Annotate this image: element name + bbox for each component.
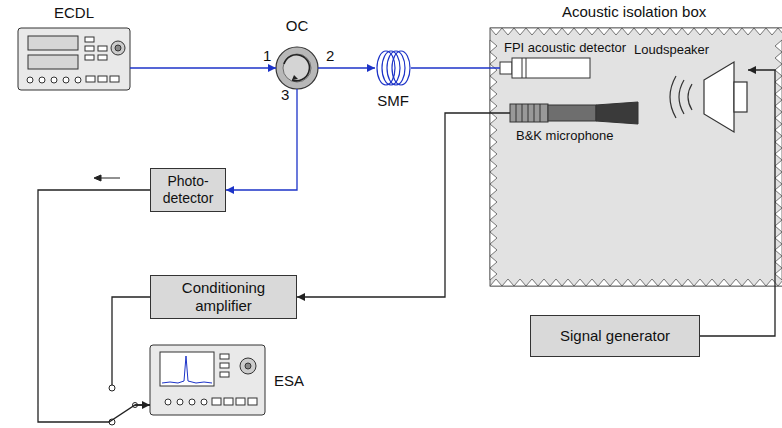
laser-source: ECDL [18, 28, 130, 90]
node-label: Signal generator [560, 327, 670, 345]
node-label: B&K microphone [516, 128, 636, 144]
node-label: FPI acoustic detector [504, 40, 634, 56]
node-label: ECDL [18, 4, 130, 22]
spectrum-analyzer: ESA [150, 345, 265, 415]
microphone-drawing [510, 102, 638, 124]
cable-connector [112, 297, 150, 405]
node-label: Loudspeaker [634, 42, 724, 58]
fpi-detector-drawing [500, 58, 590, 78]
isolation-box [490, 28, 782, 286]
node-label: Acoustic isolation box [562, 3, 762, 21]
optical-circulator: OC [276, 47, 318, 89]
node-label: OC [276, 17, 318, 35]
fiber-connector [226, 89, 297, 190]
circulator-symbol [276, 47, 318, 89]
spectrum-analyzer-drawing [150, 345, 265, 415]
cable-connector [700, 70, 775, 336]
fpi-detector: FPI acoustic detector [500, 58, 590, 78]
port-number: 2 [326, 47, 334, 64]
node-label: SMF [369, 92, 417, 110]
direction-arrow [94, 175, 120, 181]
loudspeaker: Loudspeaker [700, 62, 748, 132]
node-label: Photo-detector [156, 173, 220, 207]
process-box: Photo-detector [150, 168, 226, 212]
port-number: 1 [263, 47, 271, 64]
isolation-box-region: Acoustic isolation boxFPI acoustic detec… [490, 28, 782, 286]
node-label: Conditioning amplifier [156, 279, 291, 315]
node-label: ESA [274, 372, 314, 390]
loudspeaker-drawing [670, 62, 747, 132]
fiber-connector [130, 67, 276, 68]
process-box: Signal generator [530, 315, 700, 357]
fiber-connector [318, 67, 375, 68]
port-number: 3 [281, 86, 289, 103]
microphone: B&K microphone [510, 102, 640, 124]
cable-connector [297, 113, 510, 297]
process-box: Conditioning amplifier [150, 275, 297, 319]
fiber-coil-node: SMF [375, 50, 411, 86]
fiber-connector [411, 67, 500, 68]
fiber-coil [377, 51, 410, 85]
cable-connector [38, 190, 150, 422]
laser-instrument [18, 28, 130, 90]
